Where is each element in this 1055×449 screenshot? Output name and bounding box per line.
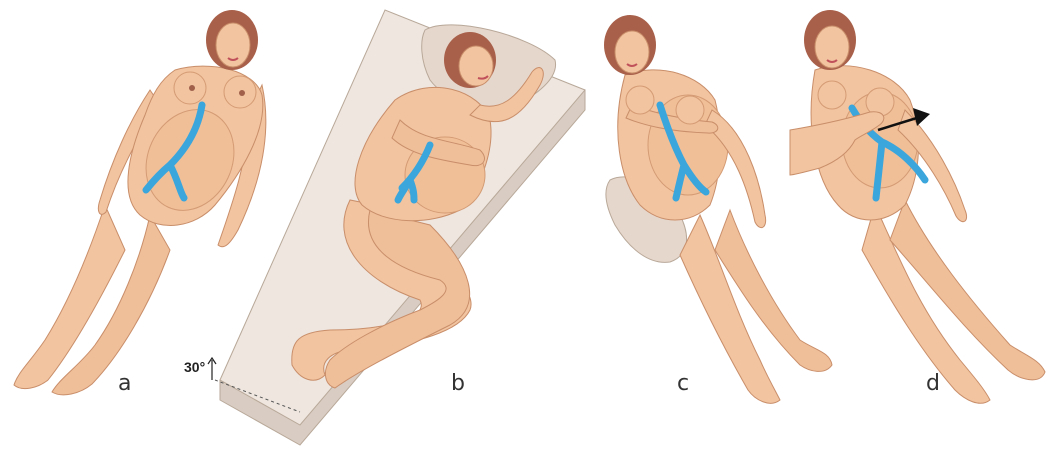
figure-supine <box>14 10 266 395</box>
nipple <box>189 85 195 91</box>
panel-label-b: b <box>451 371 465 396</box>
panel-a: a <box>14 10 266 396</box>
panel-d: d <box>790 10 1045 403</box>
nipple <box>239 90 245 96</box>
breast-left <box>818 81 846 109</box>
panel-c: c <box>604 15 832 403</box>
face <box>459 46 493 86</box>
panel-label-c: c <box>677 371 689 396</box>
figure-displacement <box>804 10 1045 403</box>
tilt-label: 30° <box>184 359 205 375</box>
breast-left <box>626 86 654 114</box>
panel-label-d: d <box>926 371 940 396</box>
breast-right <box>676 96 704 124</box>
panel-label-a: a <box>118 371 131 396</box>
